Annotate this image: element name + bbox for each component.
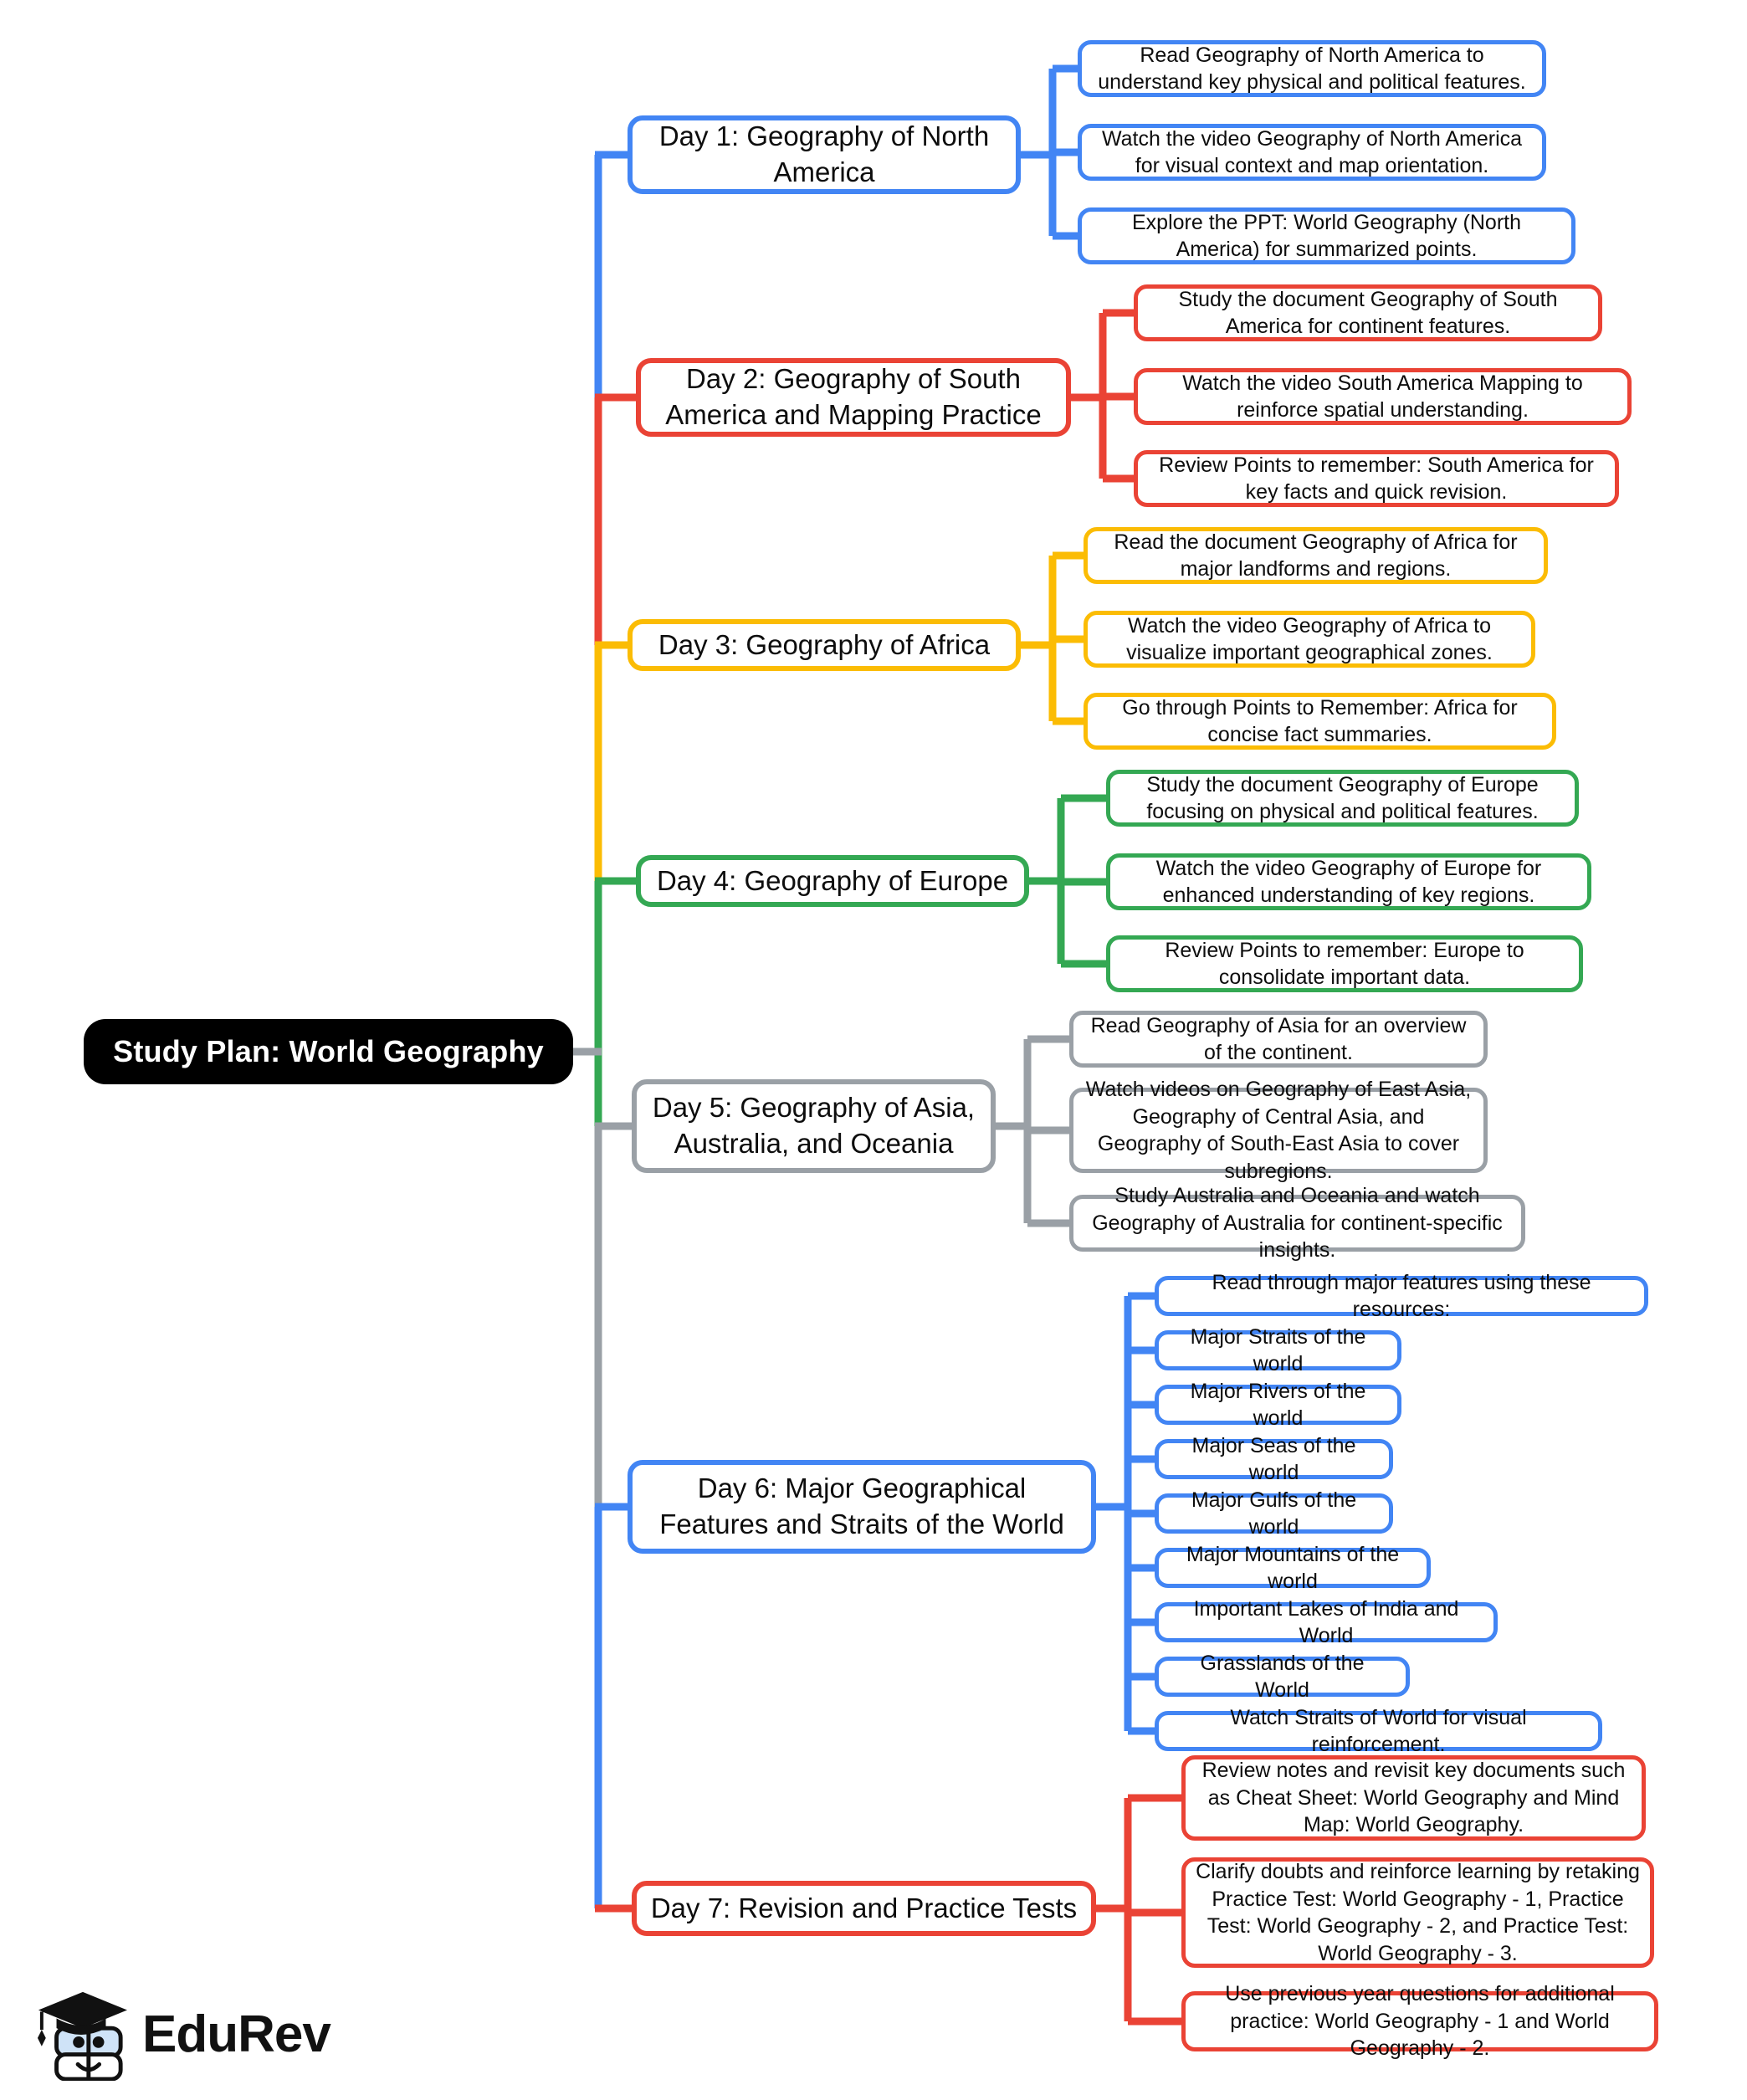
day-node-day1[interactable]: Day 1: Geography of North America [628,115,1021,194]
root-node[interactable]: Study Plan: World Geography [84,1019,573,1084]
leaf-node[interactable]: Read through major features using these … [1155,1271,1648,1321]
leaf-node-label: Watch the video Geography of Africa to v… [1126,613,1493,665]
day-node-day6[interactable]: Day 6: Major Geographical Features and S… [628,1460,1096,1554]
day-node-label: Day 3: Geography of Africa [658,628,991,660]
leaf-node[interactable]: Use previous year questions for addition… [1181,1982,1658,2060]
leaf-node[interactable]: Clarify doubts and reinforce learning by… [1181,1857,1654,1968]
leaf-node[interactable]: Major Gulfs of the world [1155,1488,1393,1539]
leaf-node[interactable]: Watch Straits of World for visual reinfo… [1155,1706,1602,1756]
leaf-node-label: Study Australia and Oceania and watch Ge… [1092,1184,1503,1263]
leaf-node[interactable]: Major Seas of the world [1155,1434,1393,1484]
leaf-node-label: Watch Straits of World for visual reinfo… [1230,1705,1527,1757]
leaf-node-label: Watch videos on Geography of East Asia, … [1085,1078,1472,1183]
day-node-day5[interactable]: Day 5: Geography of Asia, Australia, and… [632,1079,996,1173]
leaf-node-label: Review Points to remember: South America… [1159,453,1594,505]
leaf-node-label: Major Mountains of the world [1186,1542,1400,1594]
day-node-day7[interactable]: Day 7: Revision and Practice Tests [632,1881,1096,1936]
brand-logo: EduRev [32,1985,350,2085]
leaf-node[interactable]: Study Australia and Oceania and watch Ge… [1069,1184,1525,1262]
leaf-node-label: Study the document Geography of Europe f… [1146,772,1539,824]
leaf-node[interactable]: Review Points to remember: South America… [1134,450,1619,507]
leaf-node[interactable]: Read Geography of North America to under… [1078,40,1546,97]
leaf-node[interactable]: Review notes and revisit key documents s… [1181,1755,1646,1841]
leaf-node-label: Major Gulfs of the world [1191,1488,1357,1539]
leaf-node[interactable]: Read the document Geography of Africa fo… [1084,527,1548,584]
day-node-label: Day 6: Major Geographical Features and S… [659,1473,1064,1539]
leaf-node-label: Read the document Geography of Africa fo… [1114,530,1518,581]
leaf-node-label: Important Lakes of India and World [1193,1596,1459,1648]
leaf-node-label: Major Seas of the world [1191,1433,1356,1485]
leaf-node-label: Grasslands of the World [1200,1651,1365,1703]
leaf-node-label: Read Geography of North America to under… [1098,43,1526,95]
day-node-label: Day 7: Revision and Practice Tests [650,1892,1078,1923]
leaf-node[interactable]: Review Points to remember: Europe to con… [1106,935,1583,992]
leaf-node[interactable]: Watch the video Geography of Europe for … [1106,853,1591,910]
leaf-node[interactable]: Watch the video Geography of Africa to v… [1084,611,1535,668]
leaf-node[interactable]: Study the document Geography of Europe f… [1106,770,1579,827]
leaf-node-label: Watch the video Geography of North Ameri… [1101,126,1523,178]
leaf-node[interactable]: Watch the video Geography of North Ameri… [1078,124,1546,181]
day-node-label: Day 1: Geography of North America [658,120,990,187]
leaf-node-label: Watch the video Geography of Europe for … [1155,856,1542,908]
leaf-node[interactable]: Explore the PPT: World Geography (North … [1078,207,1575,264]
day-node-label: Day 2: Geography of South America and Ma… [665,363,1042,430]
leaf-node-label: Use previous year questions for addition… [1225,1982,1615,2061]
leaf-node-label: Read through major features using these … [1212,1270,1591,1322]
day-node-day3[interactable]: Day 3: Geography of Africa [628,619,1021,671]
graduation-cap-book-mascot-icon [37,1991,127,2081]
leaf-node[interactable]: Grasslands of the World [1155,1652,1410,1702]
leaf-node-label: Study the document Geography of South Am… [1178,287,1558,339]
leaf-node[interactable]: Major Mountains of the world [1155,1543,1431,1593]
day-node-day2[interactable]: Day 2: Geography of South America and Ma… [636,358,1071,437]
leaf-node-label: Review notes and revisit key documents s… [1201,1759,1626,1837]
leaf-node-label: Review Points to remember: Europe to con… [1165,938,1524,990]
leaf-node-label: Explore the PPT: World Geography (North … [1131,210,1522,262]
day-node-label: Day 4: Geography of Europe [656,864,1009,896]
leaf-node-label: Go through Points to Remember: Africa fo… [1122,695,1518,747]
leaf-node[interactable]: Important Lakes of India and World [1155,1597,1498,1647]
leaf-node[interactable]: Study the document Geography of South Am… [1134,284,1602,341]
leaf-node-label: Major Straits of the world [1190,1324,1366,1376]
leaf-node[interactable]: Watch the video South America Mapping to… [1134,368,1632,425]
brand-name: EduRev [142,2005,331,2063]
leaf-node-label: Clarify doubts and reinforce learning by… [1196,1860,1640,1965]
leaf-node-label: Read Geography of Asia for an overview o… [1090,1013,1467,1065]
leaf-node[interactable]: Watch videos on Geography of East Asia, … [1069,1078,1488,1183]
root-label: Study Plan: World Geography [113,1034,544,1068]
day-node-label: Day 5: Geography of Asia, Australia, and… [652,1092,976,1159]
leaf-node[interactable]: Major Rivers of the world [1155,1380,1401,1430]
leaf-node[interactable]: Go through Points to Remember: Africa fo… [1084,693,1556,750]
leaf-node[interactable]: Read Geography of Asia for an overview o… [1069,1011,1488,1068]
leaf-node-label: Watch the video South America Mapping to… [1182,371,1583,423]
leaf-node[interactable]: Major Straits of the world [1155,1325,1401,1375]
day-node-day4[interactable]: Day 4: Geography of Europe [636,855,1029,907]
leaf-node-label: Major Rivers of the world [1190,1379,1366,1431]
